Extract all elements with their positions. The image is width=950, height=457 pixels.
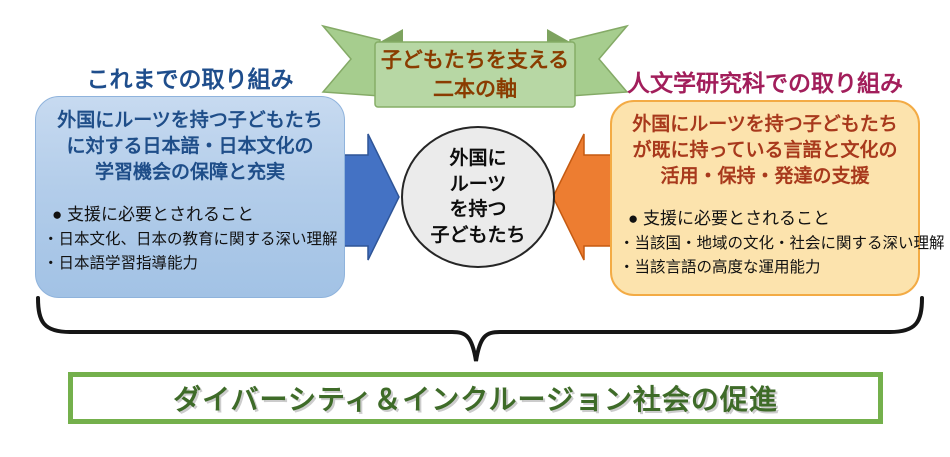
banner-title: 子どもたちを支える 二本の軸 [375, 46, 575, 104]
left-info-card: 外国にルーツを持つ子どもたち に対する日本語・日本文化の 学習機会の保障と充実 … [35, 96, 345, 298]
hub-line: を持つ [449, 199, 507, 220]
card-title-line: 活用・保持・発達の支援 [660, 166, 870, 187]
right-section-header: 人文学研究科での取り組み [627, 70, 903, 96]
right-info-card: 外国にルーツを持つ子どもたち が既に持っている言語と文化の 活用・保持・発達の支… [610, 100, 945, 296]
banner-title-line1: 子どもたちを支える [380, 49, 570, 72]
bottom-brace-icon [36, 296, 924, 362]
promotion-banner-label: ダイバーシティ＆インクルージョン社会の促進 [173, 384, 778, 415]
left-flow-arrow-icon [339, 133, 400, 261]
card-title-line: 外国にルーツを持つ子どもたち [57, 110, 323, 131]
hub-line: 外国に [449, 148, 507, 169]
banner-title-line2: 二本の軸 [433, 78, 517, 101]
left-section-header: これまでの取り組み [86, 66, 294, 92]
card-title-line: に対する日本語・日本文化の [66, 136, 314, 157]
bullet-item: ・当該言語の高度な運用能力 [619, 259, 821, 276]
promotion-banner: ダイバーシティ＆インクルージョン社会の促進 [68, 372, 883, 424]
banner-ribbon-icon [320, 24, 630, 108]
hub-line: 子どもたち [430, 224, 526, 246]
card-title-line: 外国にルーツを持つ子どもたち [632, 114, 898, 135]
bullet-header: ● 支援に必要とされること [628, 209, 830, 228]
bullet-item: ・日本語学習指導能力 [43, 255, 199, 272]
right-flow-arrow-icon [552, 133, 613, 261]
center-hub-circle: 外国に ルーツ を持つ 子どもたち [401, 126, 555, 268]
card-title-line: が既に持っている言語と文化の [632, 140, 898, 161]
bullet-item: ・日本文化、日本の教育に関する深い理解 [43, 231, 338, 248]
hub-line: ルーツ [449, 173, 507, 195]
bullet-header: ● 支援に必要とされること [52, 205, 254, 224]
card-title-line: 学習機会の保障と充実 [94, 162, 285, 183]
bullet-item: ・当該国・地域の文化・社会に関する深い理解 [619, 235, 945, 252]
